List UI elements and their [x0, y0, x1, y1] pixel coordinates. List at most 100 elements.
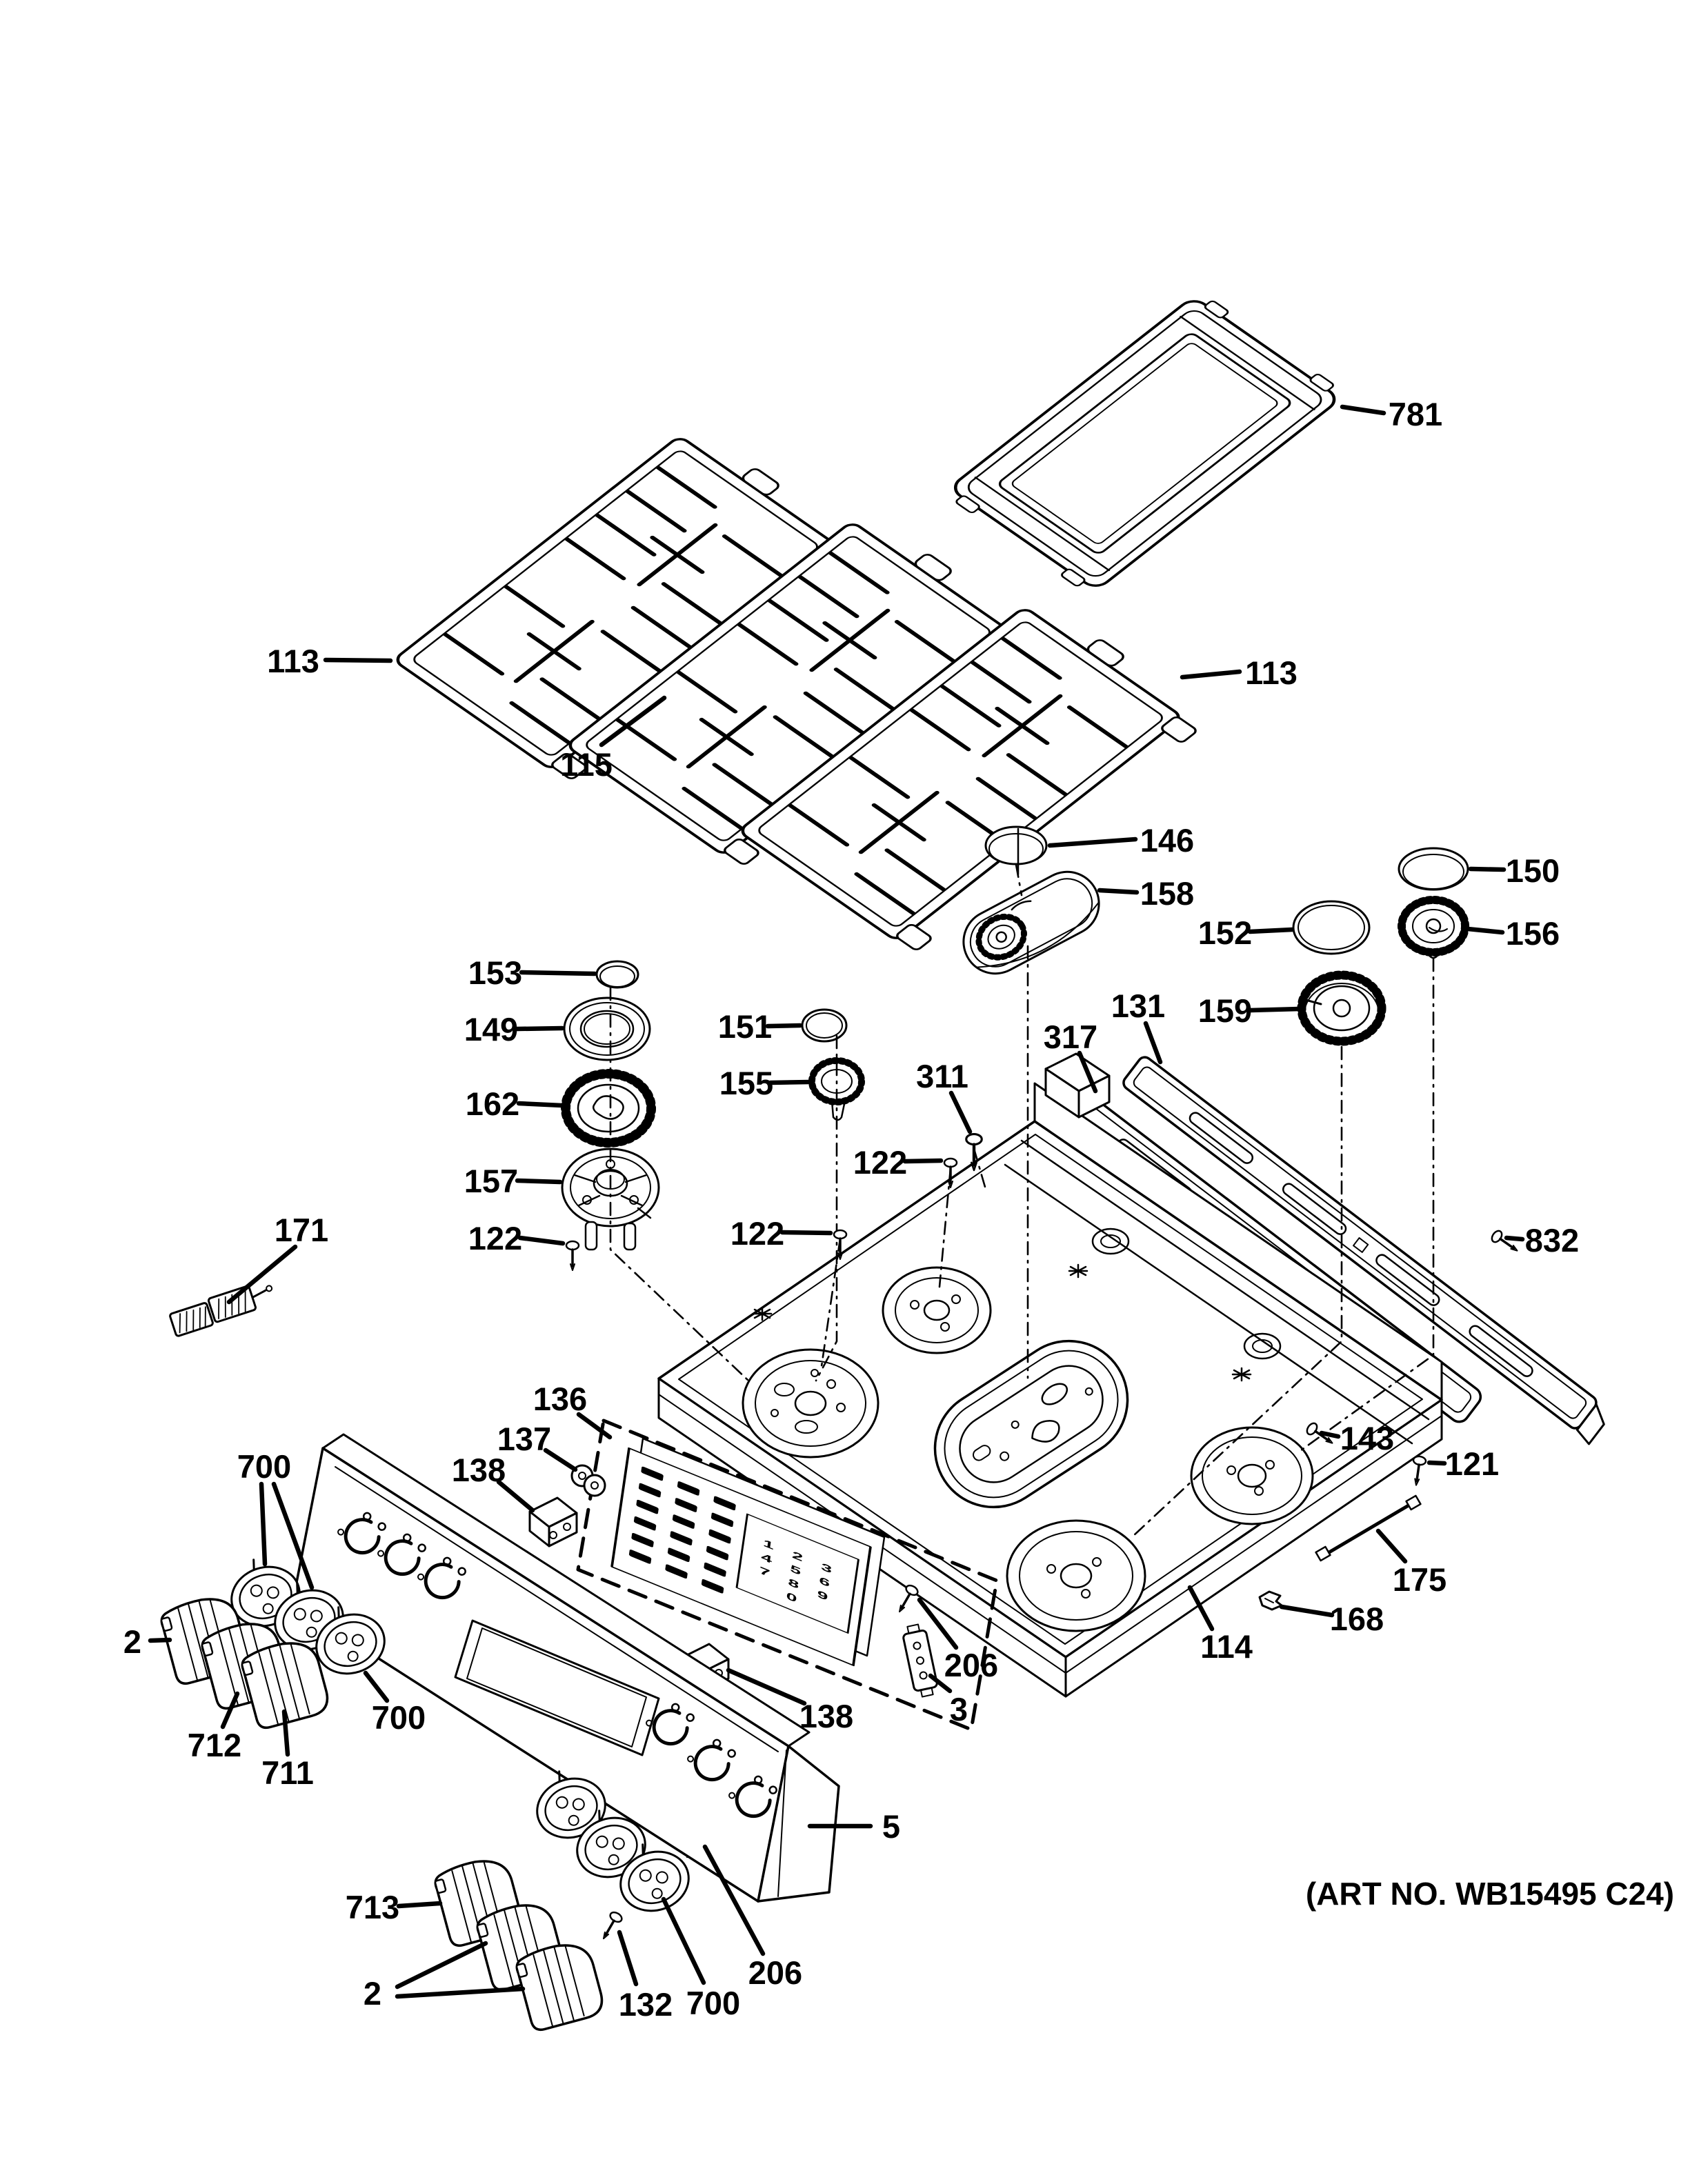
callout-115-1: 115	[560, 746, 613, 783]
leader-line-115	[599, 695, 667, 748]
screw-206	[893, 1582, 921, 1616]
callout-5-42: 5	[882, 1808, 900, 1845]
callout-158-5: 158	[1140, 875, 1194, 912]
leader-line-711	[281, 1709, 290, 1757]
leader-line-171	[226, 1244, 298, 1305]
leader-line-138	[496, 1479, 535, 1513]
burner-opening-front	[1006, 1519, 1146, 1632]
callout-159-9: 159	[1198, 992, 1252, 1029]
burner-cap-150	[1398, 847, 1469, 891]
leader-line-311	[948, 1090, 973, 1134]
callout-175-45: 175	[1393, 1561, 1447, 1598]
callout-131-16: 131	[1111, 988, 1165, 1024]
leader-line-3	[928, 1673, 953, 1694]
leader-line-700	[271, 1481, 315, 1590]
callout-137-27: 137	[497, 1421, 551, 1457]
callout-832-23: 832	[1525, 1222, 1579, 1259]
callout-155-13: 155	[719, 1065, 773, 1101]
callout-122-21: 122	[468, 1220, 522, 1256]
callout-171-22: 171	[275, 1212, 328, 1248]
callout-121-25: 121	[1445, 1445, 1499, 1482]
callout-206-31: 206	[944, 1647, 998, 1683]
leader-line-162	[516, 1101, 565, 1108]
keypad-digit-3: 3	[820, 1561, 833, 1576]
callout-151-12: 151	[718, 1008, 772, 1045]
callout-150-6: 150	[1506, 852, 1560, 889]
callout-311-18: 311	[916, 1058, 968, 1094]
leader-line-700	[259, 1481, 268, 1567]
leader-line-206	[917, 1597, 959, 1650]
leader-line-317	[1077, 1050, 1098, 1094]
leader-line-114	[1187, 1585, 1215, 1632]
callout-168-44: 168	[1330, 1601, 1384, 1637]
leader-line-122	[779, 1230, 833, 1236]
oval-burner-opening	[933, 1339, 1129, 1509]
burner-opening-left	[742, 1348, 879, 1459]
leader-line-159	[1247, 1006, 1302, 1013]
callout-713-38: 713	[346, 1889, 399, 1925]
keypad-digit-2: 2	[791, 1549, 804, 1564]
igniter-switch-137	[570, 1464, 606, 1497]
leader-line-700	[363, 1670, 390, 1703]
callout-138-29: 138	[799, 1698, 853, 1734]
callout-149-11: 149	[464, 1011, 518, 1048]
callout-2-34: 2	[123, 1623, 141, 1660]
callout-700-37: 700	[372, 1699, 426, 1736]
leader-line-157	[515, 1178, 563, 1185]
callout-152-7: 152	[1198, 914, 1252, 951]
screw-122	[565, 1240, 580, 1272]
art-number: (ART NO. WB15495 C24)	[1306, 1876, 1674, 1912]
callout-3-30: 3	[950, 1691, 968, 1727]
keypad-digit-7: 7	[759, 1564, 771, 1579]
keypad-digit-5: 5	[789, 1563, 802, 1578]
bracket-138	[528, 1496, 578, 1547]
leader-line-113	[323, 657, 393, 663]
leader-line-138	[726, 1667, 807, 1706]
leader-line-132	[617, 1930, 639, 1987]
leader-line-2	[148, 1637, 172, 1643]
callout-700-41: 700	[686, 1985, 740, 2021]
leader-line-143	[1319, 1430, 1341, 1439]
knob-cutout-marks	[337, 1512, 777, 1819]
callout-712-35: 712	[188, 1727, 241, 1763]
burner-opening-rear	[882, 1266, 992, 1354]
keypad-digit-8: 8	[788, 1576, 800, 1592]
callout-138-28: 138	[452, 1452, 506, 1488]
callout-2-39: 2	[364, 1975, 381, 2012]
leader-line-168	[1279, 1604, 1335, 1618]
burner-cap-146	[984, 825, 1048, 876]
venturi-cup	[1243, 1332, 1282, 1360]
callout-711-36: 711	[261, 1754, 314, 1791]
leader-line-113	[1180, 669, 1242, 680]
callout-146-4: 146	[1140, 822, 1194, 859]
griddle	[942, 292, 1346, 596]
callout-143-24: 143	[1340, 1420, 1394, 1456]
keypad-digit-0: 0	[786, 1590, 798, 1605]
burner-ring-151	[801, 1008, 848, 1043]
callout-700-33: 700	[237, 1448, 291, 1485]
switch-3	[902, 1623, 938, 1698]
leader-line-712	[220, 1691, 240, 1730]
burner-ring-149	[563, 996, 651, 1061]
wire-harness-171	[169, 1285, 273, 1337]
burner-ring-152	[1292, 900, 1371, 955]
leader-line-122	[517, 1235, 566, 1246]
callout-317-17: 317	[1044, 1019, 1097, 1055]
burner-opening-right	[1190, 1426, 1314, 1525]
leader-line-131	[1143, 1021, 1163, 1065]
burner-head-162	[561, 1069, 656, 1148]
callout-122-19: 122	[853, 1144, 907, 1181]
burner-cap-153	[595, 960, 639, 989]
leader-line-781	[1340, 404, 1386, 416]
leader-line-150	[1468, 866, 1507, 872]
callout-156-8: 156	[1506, 915, 1560, 952]
keypad-digit-9: 9	[817, 1588, 829, 1603]
keypad-digit-1: 1	[762, 1537, 775, 1552]
burner-head-159	[1297, 970, 1386, 1046]
oval-burner-assembly-158	[962, 870, 1100, 975]
callout-122-20: 122	[730, 1215, 784, 1252]
